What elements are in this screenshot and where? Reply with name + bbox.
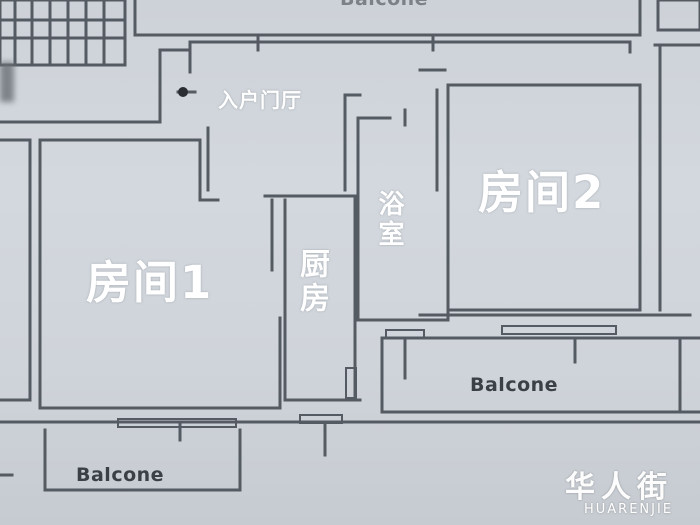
room-1-walls: [38, 126, 282, 410]
left-balcony-walls: [0, 420, 700, 492]
staircase-grid: [0, 0, 127, 67]
balcony-top-label: Balcone: [340, 0, 428, 10]
bathroom-label: 浴室: [374, 190, 404, 250]
room-2-walls: [418, 83, 692, 317]
kitchen-walls: [263, 194, 362, 410]
top-balcony-outline: [133, 0, 700, 37]
right-balcony-walls: [380, 336, 700, 414]
kitchen-label: 厨房: [294, 248, 329, 316]
bathroom-walls: [343, 68, 450, 322]
room-1-label: 房间1: [86, 256, 214, 309]
room-2-label: 房间2: [478, 166, 606, 219]
left-edge-room: [0, 138, 32, 402]
balcony-right-label: Balcone: [470, 374, 559, 396]
watermark-logo-en: HUARENJIE: [584, 502, 674, 517]
blurred-region: [0, 62, 14, 102]
entrance-door-icon: [176, 87, 197, 97]
entrance-hall-label: 入户门厅: [218, 88, 302, 112]
windows: [117, 325, 617, 428]
corridor-wall: [0, 34, 700, 312]
balcony-left-label: Balcone: [76, 464, 165, 486]
watermark-logo-cn: 华人街: [565, 470, 673, 505]
